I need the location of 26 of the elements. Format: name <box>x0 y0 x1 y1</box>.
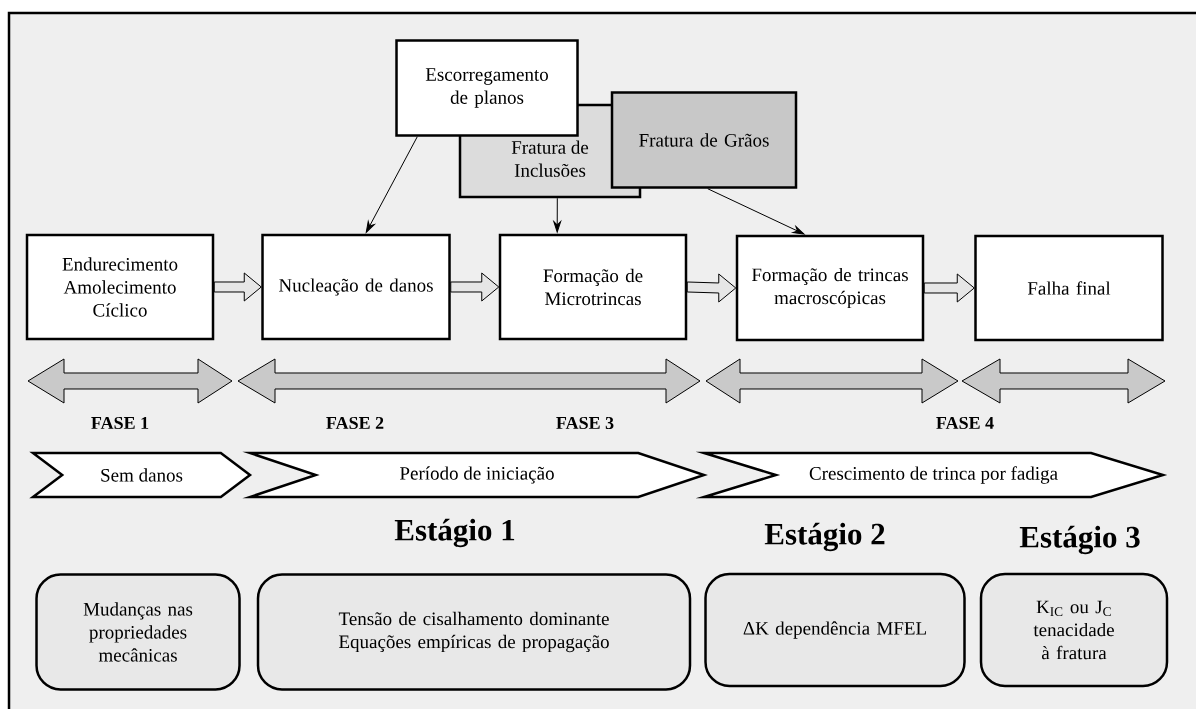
phase-band: Crescimento de trinca por fadiga <box>695 451 1168 499</box>
process-box: Formação de Microtrincas <box>498 233 688 341</box>
block-arrow <box>923 273 975 303</box>
description-box: Mudanças nas propriedades mecânicas <box>35 573 241 691</box>
arrow <box>365 136 418 233</box>
block-arrow <box>450 272 500 302</box>
phase-label: FASE 3 <box>556 416 614 430</box>
stage-heading: Estágio 3 <box>1019 525 1140 555</box>
process-box: Nucleação de danos <box>261 233 451 341</box>
description-box: Tensão de cisalhamento dominante Equações empíricas de propagação <box>256 573 692 691</box>
block-arrow <box>686 273 737 303</box>
process-box: Endurecimento Amolecimento Cíclico <box>25 233 215 341</box>
stage-heading: Estágio 1 <box>394 518 515 548</box>
phase-label: FASE 1 <box>91 416 149 430</box>
description-box: K$_{IC}$ ou J$_{C}$ tenacidade à fratura <box>979 572 1169 688</box>
process-box: Fratura de Grãos <box>610 91 798 189</box>
arrow <box>553 197 562 233</box>
phase-label: FASE 4 <box>936 416 994 430</box>
arrow <box>707 188 805 235</box>
process-box: Falha final <box>974 234 1164 342</box>
phase-label: FASE 2 <box>326 416 384 430</box>
process-box: Escorregamento de planos <box>395 39 579 137</box>
description-box: ΔK dependência MFEL <box>704 572 966 688</box>
block-arrow <box>213 272 262 302</box>
process-box: Formação de trincas macroscópicas <box>735 234 925 342</box>
stage-heading: Estágio 2 <box>764 522 885 552</box>
